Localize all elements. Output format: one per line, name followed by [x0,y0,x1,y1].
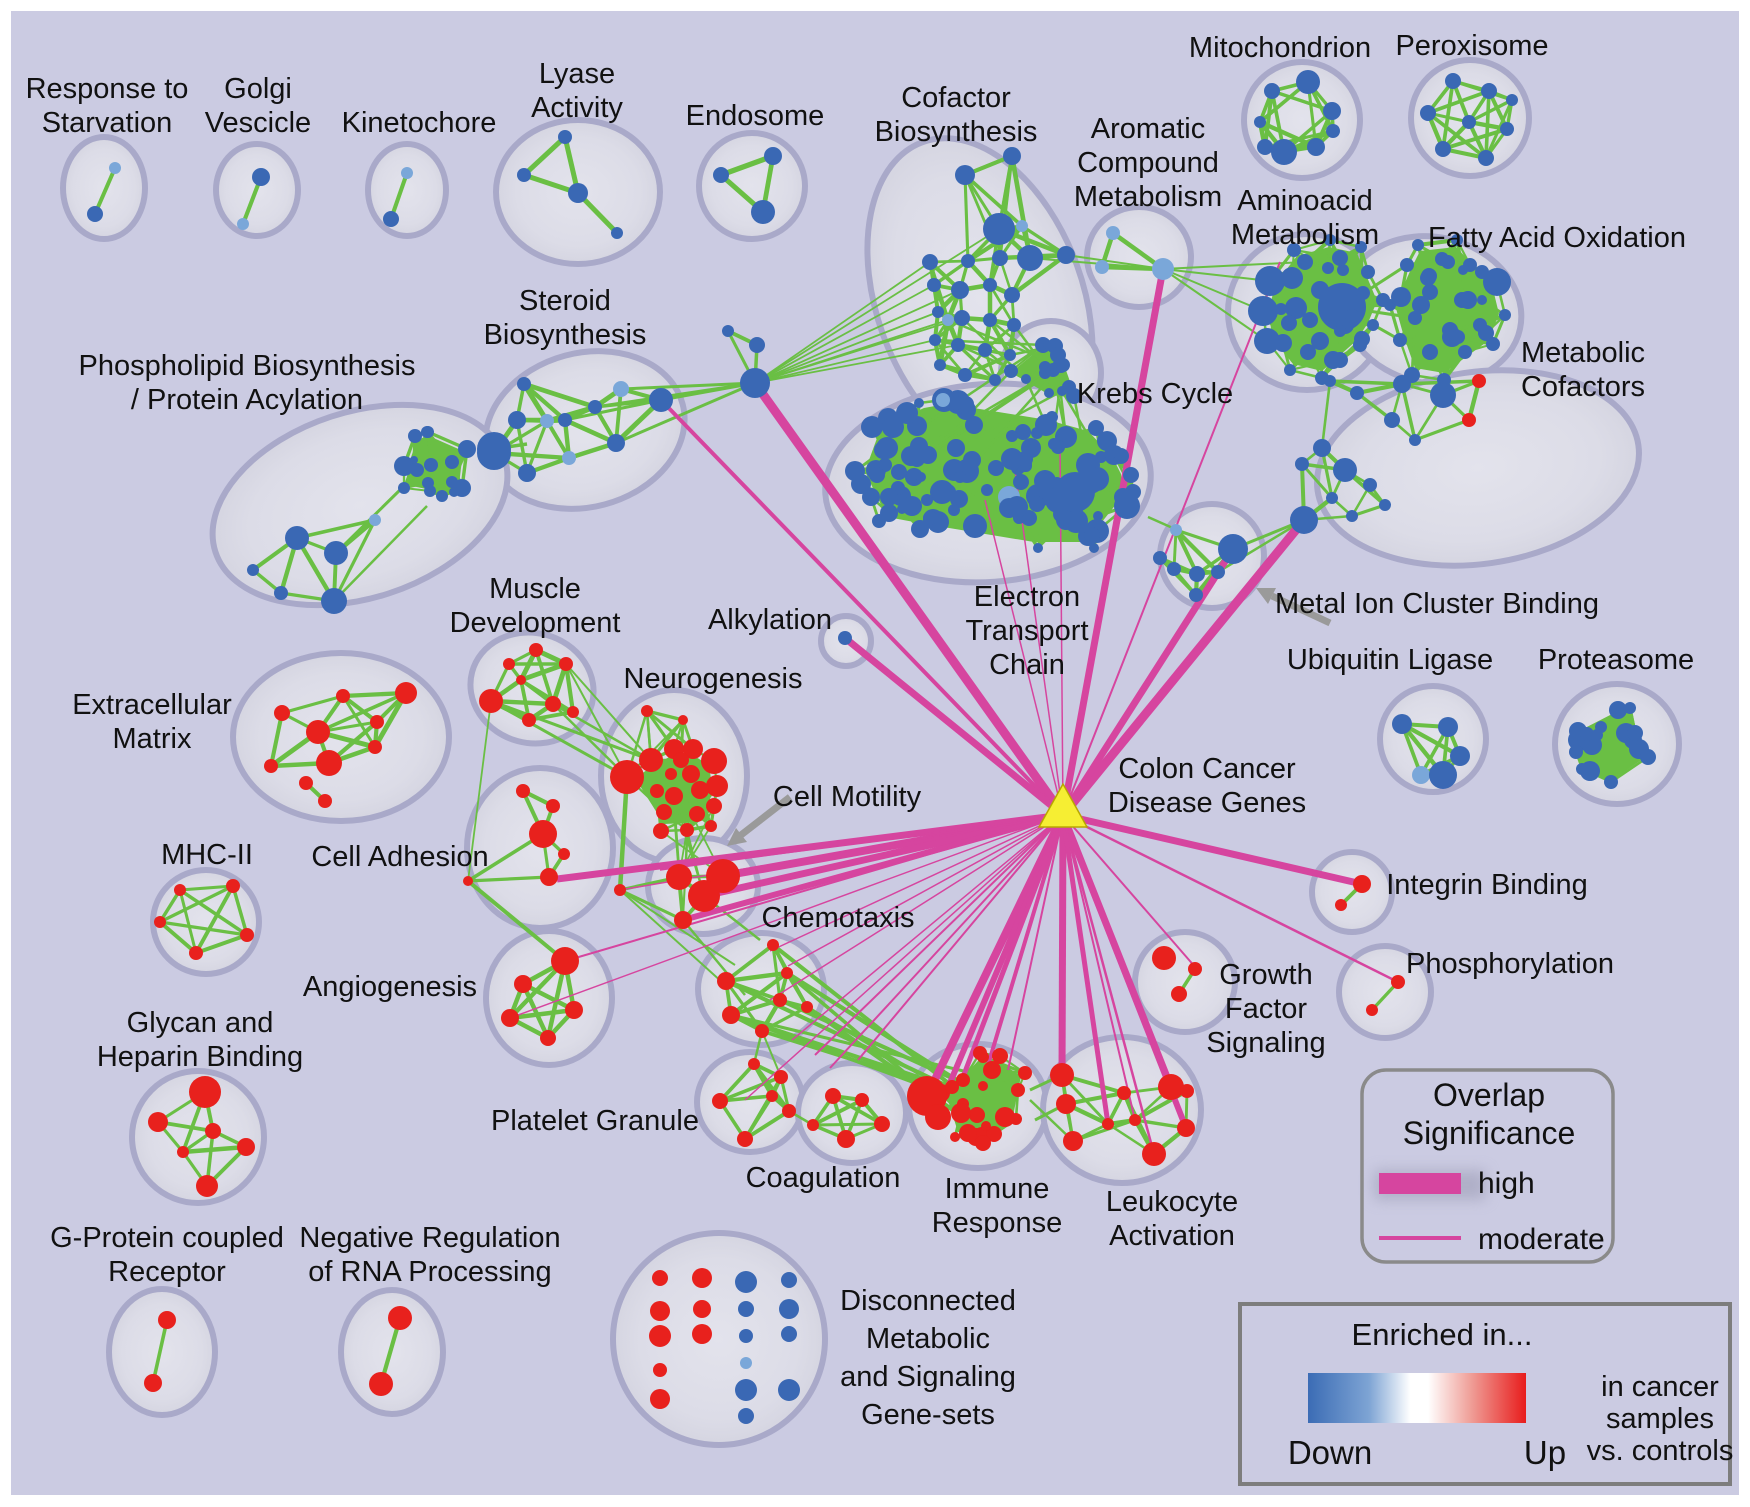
svg-text:Platelet Granule: Platelet Granule [491,1105,699,1137]
svg-text:Extracellular: Extracellular [72,689,232,721]
svg-text:Starvation: Starvation [42,107,173,139]
svg-text:Factor: Factor [1225,993,1308,1025]
svg-text:Chemotaxis: Chemotaxis [761,902,914,934]
svg-text:Cofactors: Cofactors [1521,371,1645,403]
svg-text:G-Protein coupled: G-Protein coupled [50,1222,284,1254]
svg-text:and Signaling: and Signaling [840,1361,1016,1393]
svg-text:Biosynthesis: Biosynthesis [875,116,1038,148]
svg-text:Chain: Chain [989,649,1065,681]
svg-text:Electron: Electron [974,581,1080,613]
svg-text:samples: samples [1606,1403,1714,1435]
svg-text:Kinetochore: Kinetochore [342,107,497,139]
svg-text:Lyase: Lyase [539,58,615,90]
svg-text:Alkylation: Alkylation [708,604,832,636]
svg-text:/ Protein Acylation: / Protein Acylation [131,384,363,416]
svg-text:Glycan and: Glycan and [127,1007,274,1039]
svg-text:Matrix: Matrix [113,723,192,755]
svg-text:Muscle: Muscle [489,573,581,605]
svg-text:Golgi: Golgi [224,73,292,105]
svg-text:Up: Up [1524,1434,1566,1471]
svg-text:Disconnected: Disconnected [840,1285,1016,1317]
svg-text:Neurogenesis: Neurogenesis [624,663,803,695]
svg-text:Angiogenesis: Angiogenesis [303,971,477,1003]
svg-text:Heparin Binding: Heparin Binding [97,1041,303,1073]
svg-text:Aromatic: Aromatic [1091,113,1205,145]
svg-text:Gene-sets: Gene-sets [861,1399,995,1431]
svg-text:Signaling: Signaling [1206,1027,1325,1059]
svg-text:vs. controls: vs. controls [1587,1435,1734,1467]
svg-text:Proteasome: Proteasome [1538,644,1694,676]
svg-text:Cofactor: Cofactor [901,82,1011,114]
svg-text:MHC-II: MHC-II [161,839,253,871]
svg-text:Aminoacid: Aminoacid [1237,185,1372,217]
svg-text:Growth: Growth [1219,959,1312,991]
svg-text:Peroxisome: Peroxisome [1395,30,1548,62]
svg-text:Integrin Binding: Integrin Binding [1386,869,1588,901]
svg-text:Overlap: Overlap [1433,1077,1545,1113]
svg-text:Response to: Response to [26,73,189,105]
svg-text:Immune: Immune [945,1173,1050,1205]
svg-text:Phospholipid Biosynthesis: Phospholipid Biosynthesis [79,350,416,382]
svg-text:Mitochondrion: Mitochondrion [1189,32,1371,64]
svg-text:Biosynthesis: Biosynthesis [484,319,647,351]
svg-text:Coagulation: Coagulation [746,1162,901,1194]
svg-text:Phosphorylation: Phosphorylation [1406,948,1614,980]
svg-text:high: high [1478,1167,1535,1200]
svg-text:Activation: Activation [1109,1220,1235,1252]
svg-text:Cell Adhesion: Cell Adhesion [311,841,488,873]
svg-text:Vescicle: Vescicle [205,107,311,139]
svg-text:Metabolic: Metabolic [1521,337,1645,369]
svg-text:moderate: moderate [1478,1223,1605,1256]
svg-text:of RNA Processing: of RNA Processing [308,1256,551,1288]
svg-text:Metabolic: Metabolic [866,1323,990,1355]
svg-text:Transport: Transport [965,615,1088,647]
svg-text:Receptor: Receptor [108,1256,226,1288]
svg-text:Cell Motility: Cell Motility [773,781,922,813]
svg-text:Compound: Compound [1077,147,1219,179]
svg-text:Fatty Acid Oxidation: Fatty Acid Oxidation [1428,222,1686,254]
svg-text:Ubiquitin Ligase: Ubiquitin Ligase [1287,644,1493,676]
svg-text:Krebs Cycle: Krebs Cycle [1077,378,1233,410]
svg-text:Steroid: Steroid [519,285,611,317]
svg-text:Significance: Significance [1403,1115,1576,1151]
svg-text:Leukocyte: Leukocyte [1106,1186,1238,1218]
svg-text:Negative Regulation: Negative Regulation [299,1222,560,1254]
svg-text:in cancer: in cancer [1601,1371,1719,1403]
svg-text:Disease Genes: Disease Genes [1108,787,1306,819]
svg-text:Metabolism: Metabolism [1074,181,1222,213]
svg-text:Response: Response [932,1207,1063,1239]
svg-text:Endosome: Endosome [686,100,825,132]
svg-text:Development: Development [450,607,621,639]
svg-text:Activity: Activity [531,92,623,124]
svg-text:Down: Down [1288,1434,1372,1471]
svg-text:Enriched in...: Enriched in... [1352,1317,1533,1352]
svg-text:Colon Cancer: Colon Cancer [1118,753,1296,785]
svg-text:Metabolism: Metabolism [1231,219,1379,251]
svg-text:Metal Ion Cluster Binding: Metal Ion Cluster Binding [1275,588,1599,620]
